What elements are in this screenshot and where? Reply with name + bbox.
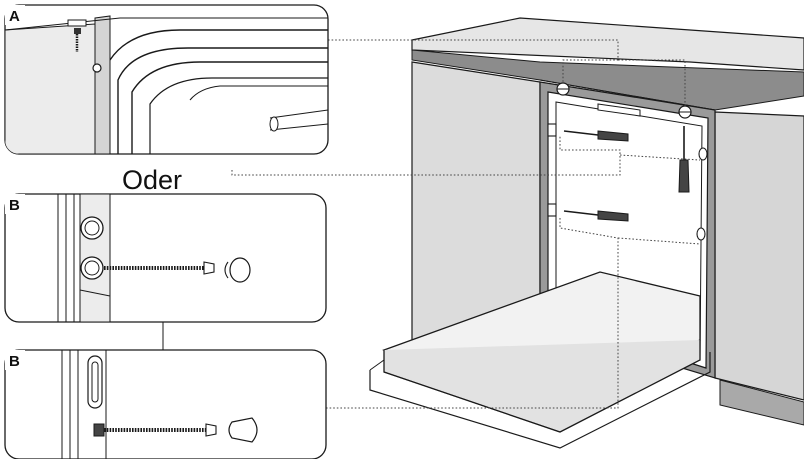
- screw-icon: [67, 19, 87, 52]
- bracket-right-lower: [696, 227, 706, 241]
- bracket-right-upper: [698, 147, 708, 161]
- main-scene: [369, 17, 804, 449]
- panel-b-middle-label: B: [9, 197, 20, 214]
- countertop-edge: [411, 49, 804, 111]
- panel-b-middle: B: [4, 193, 327, 323]
- panel-a: A: [4, 4, 329, 155]
- screwdriver-lower-icon: [563, 210, 629, 222]
- end-cap-icon: [228, 417, 258, 443]
- screw-long-icon: [104, 261, 215, 275]
- leader-lines: [231, 39, 701, 409]
- screwdriver-upper-icon: [563, 130, 629, 142]
- panel-a-label: A: [9, 8, 20, 25]
- bracket-left-lower: [547, 203, 557, 217]
- plinth: [719, 379, 804, 426]
- screwdriver-vertical-icon: [678, 126, 690, 193]
- cover-cap-icon: [224, 257, 251, 283]
- bracket-left-upper: [547, 123, 557, 137]
- bolt-icon: [92, 63, 102, 73]
- panel-b-bottom-label: B: [9, 353, 20, 370]
- panel-b-bottom: B: [4, 349, 327, 459]
- screw-short-icon: [93, 423, 217, 437]
- right-cabinet: [714, 111, 804, 401]
- separator-oder: Oder: [122, 165, 182, 195]
